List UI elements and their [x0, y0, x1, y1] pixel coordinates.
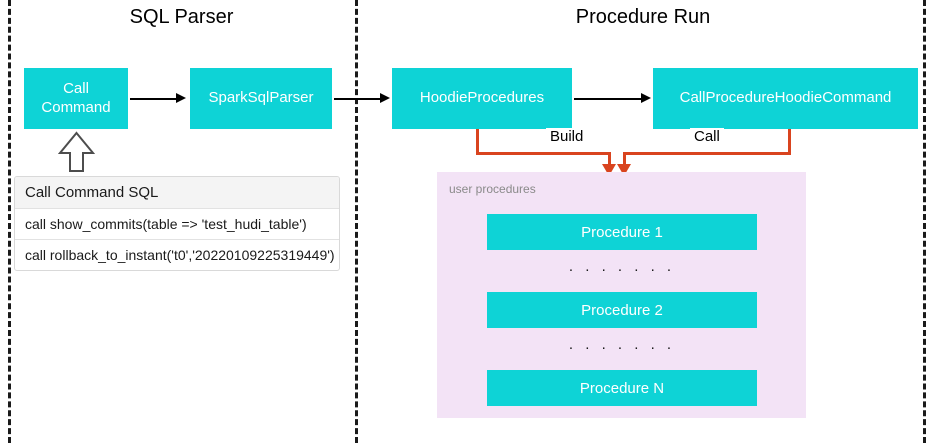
connector-call-segment-vertical-end	[623, 152, 626, 166]
connector-call-segment-vertical-start	[788, 129, 791, 155]
arrow-head-icon-3	[641, 93, 651, 103]
user-procedures-panel: user procedures Procedure 1 . . . . . . …	[437, 172, 806, 418]
node-call-command-line2: Command	[41, 98, 111, 116]
procedures-ellipsis-2: . . . . . . .	[568, 336, 676, 353]
sql-list-item-2[interactable]: call rollback_to_instant('t0','202201092…	[25, 247, 335, 263]
procedure-item-2[interactable]: Procedure 2	[487, 292, 757, 328]
sql-list-item-1[interactable]: call show_commits(table => 'test_hudi_ta…	[15, 209, 339, 240]
arrow-spark-sql-parser-to-hoodie-procedures	[334, 98, 382, 100]
connector-build-segment-vertical-end	[608, 152, 611, 166]
divider-right-dashed	[923, 0, 926, 443]
user-procedures-caption: user procedures	[449, 182, 536, 196]
arrow-hoodie-procedures-to-call-procedure-hoodie-command	[574, 98, 642, 100]
sql-list-header: Call Command SQL	[15, 177, 339, 209]
connector-call-segment-horizontal	[623, 152, 791, 155]
edge-label-call: Call	[690, 128, 724, 145]
node-hoodie-procedures[interactable]: HoodieProcedures	[392, 68, 572, 129]
edge-label-build: Build	[546, 128, 588, 145]
call-command-sql-list: Call Command SQL call show_commits(table…	[14, 176, 340, 271]
section-title-procedure-run: Procedure Run	[575, 6, 711, 28]
arrow-call-command-to-spark-sql-parser	[130, 98, 178, 100]
divider-left-dashed	[8, 0, 11, 443]
node-call-command[interactable]: Call Command	[24, 68, 128, 129]
arrow-head-icon-2	[380, 93, 390, 103]
divider-middle-dashed	[355, 0, 358, 443]
node-spark-sql-parser[interactable]: SparkSqlParser	[190, 68, 332, 129]
node-call-procedure-hoodie-command[interactable]: CallProcedureHoodieCommand	[653, 68, 918, 129]
connector-build-segment-vertical-start	[476, 129, 479, 155]
connector-build-segment-horizontal	[476, 152, 611, 155]
block-arrow-up-icon	[57, 131, 96, 172]
node-call-command-line1: Call	[63, 79, 89, 97]
procedure-item-1[interactable]: Procedure 1	[487, 214, 757, 250]
procedures-ellipsis-1: . . . . . . .	[568, 258, 676, 275]
procedure-item-n[interactable]: Procedure N	[487, 370, 757, 406]
arrow-head-icon-1	[176, 93, 186, 103]
section-title-sql-parser: SQL Parser	[129, 6, 234, 28]
